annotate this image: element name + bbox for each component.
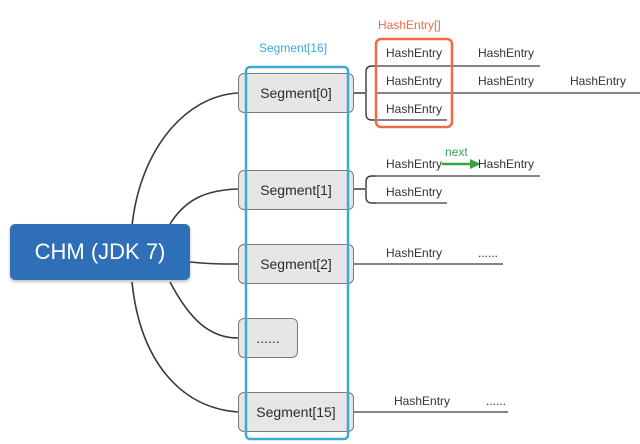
- bracket-seg1: [354, 175, 376, 204]
- next-label: next: [445, 145, 468, 159]
- connector-seg1: [169, 188, 239, 225]
- hashentry-array-label: HashEntry[]: [378, 18, 441, 32]
- hashentry-0-1-next2: HashEntry: [570, 74, 627, 88]
- connector-seg-ellipsis: [169, 281, 239, 339]
- hashentry-1-1: HashEntry: [386, 185, 443, 199]
- hashentry-0-2: HashEntry: [386, 102, 443, 116]
- hashentry-1-0-next: HashEntry: [478, 157, 535, 171]
- segment-array-outline: [244, 65, 350, 441]
- hashentry-15-0: HashEntry: [394, 394, 451, 408]
- hashentry-array-outline: [374, 37, 454, 129]
- segment-1: Segment[1]: [238, 170, 354, 210]
- hashentry-0-0-next: HashEntry: [478, 46, 535, 60]
- segment-0: Segment[0]: [238, 73, 354, 113]
- next-arrowhead: [470, 159, 481, 169]
- hashentry-1-0: HashEntry: [386, 157, 443, 171]
- bracket-seg0: [354, 65, 376, 121]
- connector-seg0: [131, 92, 239, 227]
- connector-seg15: [131, 281, 239, 413]
- hashentry-0-1: HashEntry: [386, 74, 443, 88]
- hashentry-2-ellipsis: ......: [478, 246, 499, 260]
- segment-15: Segment[15]: [238, 392, 354, 432]
- connector-seg2: [189, 261, 239, 265]
- hashentry-0-0: HashEntry: [386, 46, 443, 60]
- chm-root-node: CHM (JDK 7): [10, 224, 190, 280]
- segment-2: Segment[2]: [238, 244, 354, 284]
- segment-ellipsis: ......: [238, 318, 298, 358]
- hashentry-15-ellipsis: ......: [486, 394, 507, 408]
- hashentry-0-1-next: HashEntry: [478, 74, 535, 88]
- hashentry-2-0: HashEntry: [386, 246, 443, 260]
- segment-array-label: Segment[16]: [259, 41, 328, 55]
